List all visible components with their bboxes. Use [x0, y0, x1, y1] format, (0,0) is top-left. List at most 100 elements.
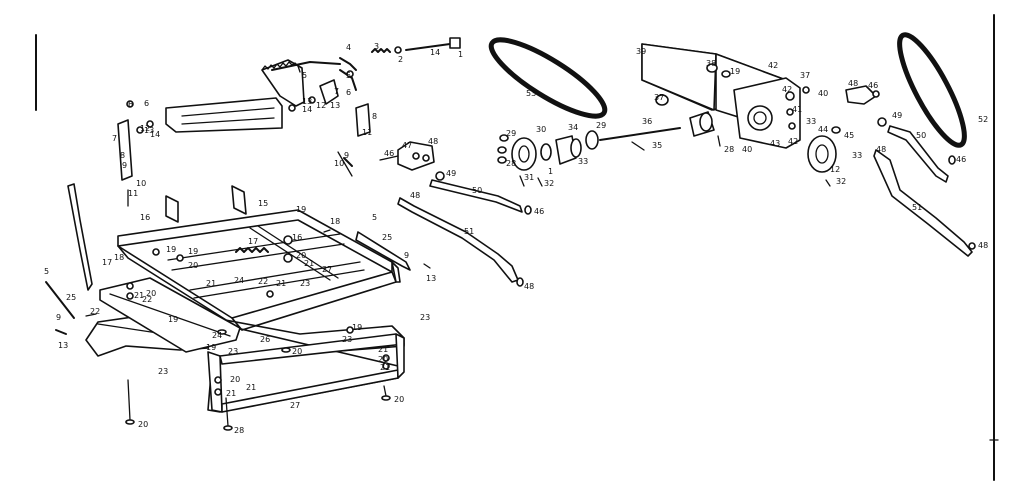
rods-right: [873, 125, 976, 257]
base-frame: [45, 119, 431, 431]
part-number-label: 27: [290, 401, 300, 410]
part-number-label: 4: [346, 43, 351, 52]
part-number-label: 3: [374, 42, 379, 51]
part-number-label: 42: [768, 61, 778, 70]
part-number-label: 14: [302, 105, 312, 114]
part-number-label: 2: [398, 55, 403, 64]
part-number-label: 46: [956, 155, 966, 164]
part-number-label: 20: [394, 395, 404, 404]
part-number-label: 17: [248, 237, 258, 246]
part-number-label: 49: [446, 169, 456, 178]
part-number-label: 45: [844, 131, 854, 140]
part-number-label: 27: [322, 265, 332, 274]
part-number-label: 48: [410, 191, 420, 200]
part-number-label: 17: [102, 258, 112, 267]
part-number-label: 13: [58, 341, 68, 350]
part-number-label: 40: [742, 145, 752, 154]
part-number-label: 33: [806, 117, 816, 126]
part-number-label: 28: [724, 145, 734, 154]
part-number-label: 38: [706, 59, 716, 68]
part-number-label: 49: [892, 111, 902, 120]
part-number-label: 20: [378, 355, 388, 364]
part-number-label: 23: [420, 313, 430, 322]
part-number-label: 41: [792, 105, 802, 114]
part-number-label: 36: [642, 117, 652, 126]
part-number-label: 29: [596, 121, 606, 130]
part-number-label: 11: [128, 189, 138, 198]
scan-edge-marks: [35, 14, 999, 481]
part-number-label: 35: [652, 141, 662, 150]
part-number-label: 12: [140, 124, 150, 133]
part-number-label: 48: [524, 282, 534, 291]
part-number-label: 10: [334, 159, 344, 168]
part-number-label: 21: [380, 363, 390, 372]
part-number-label: 23: [228, 347, 238, 356]
part-number-label: 5: [44, 267, 49, 276]
part-number-label: 39: [636, 47, 646, 56]
part-number-label: 23: [342, 335, 352, 344]
part-number-label: 14: [430, 48, 440, 57]
part-number-label: 13: [426, 274, 436, 283]
part-number-label: 5: [346, 71, 351, 80]
part-number-label: 21: [304, 259, 314, 268]
part-number-label: 9: [56, 313, 61, 322]
part-number-label: 20: [230, 375, 240, 384]
part-number-label: 33: [852, 151, 862, 160]
part-number-label: 22: [90, 307, 100, 316]
belts: [488, 32, 967, 148]
part-number-label: 40: [818, 89, 828, 98]
part-number-label: 23: [300, 279, 310, 288]
part-number-label: 33: [578, 157, 588, 166]
part-number-label: 9: [344, 151, 349, 160]
part-number-label: 52: [978, 115, 988, 124]
part-number-label: 50: [916, 131, 926, 140]
part-number-label: 12: [316, 101, 326, 110]
part-number-label: 48: [848, 79, 858, 88]
part-number-label: 42: [788, 137, 798, 146]
part-number-label: 7: [334, 87, 339, 96]
part-number-label: 5: [372, 213, 377, 222]
part-number-label: 25: [382, 233, 392, 242]
part-number-label: 53: [526, 89, 536, 98]
part-number-label: 11: [362, 128, 372, 137]
part-number-label: 46: [534, 207, 544, 216]
part-number-label: 13: [144, 126, 154, 135]
part-number-label: 8: [372, 112, 377, 121]
part-number-label: 32: [836, 177, 846, 186]
part-number-label: 20: [296, 251, 306, 260]
part-number-label: 22: [142, 295, 152, 304]
part-number-label: 48: [428, 137, 438, 146]
part-number-label: 28: [506, 159, 516, 168]
rods-middle: [397, 179, 532, 287]
part-number-label: 37: [654, 93, 664, 102]
part-number-label: 44: [818, 125, 828, 134]
part-number-label: 46: [868, 81, 878, 90]
part-number-label: 20: [292, 347, 302, 356]
part-number-label: 48: [876, 145, 886, 154]
part-number-label: 9: [122, 161, 127, 170]
part-number-label: 6: [346, 88, 351, 97]
part-number-label: 15: [258, 199, 268, 208]
part-number-label: 14: [150, 130, 160, 139]
part-number-label: 19: [730, 67, 740, 76]
part-number-label: 24: [212, 331, 222, 340]
part-number-label: 13: [330, 101, 340, 110]
part-number-label: 20: [146, 289, 156, 298]
part-number-label: 32: [544, 179, 554, 188]
part-number-label: 37: [800, 71, 810, 80]
part-number-label: 26: [260, 335, 270, 344]
part-number-label: 6: [144, 99, 149, 108]
part-number-label: 19: [206, 343, 216, 352]
part-number-label: 7: [112, 134, 117, 143]
part-number-label: 51: [464, 227, 474, 236]
part-number-label: 13: [302, 97, 312, 106]
part-number-label: 20: [188, 261, 198, 270]
part-number-label: 1: [548, 167, 553, 176]
part-number-label: 51: [912, 203, 922, 212]
part-number-label: 19: [168, 315, 178, 324]
part-number-label: 43: [770, 139, 780, 148]
part-number-label: 19: [296, 205, 306, 214]
part-number-label: 46: [384, 149, 394, 158]
